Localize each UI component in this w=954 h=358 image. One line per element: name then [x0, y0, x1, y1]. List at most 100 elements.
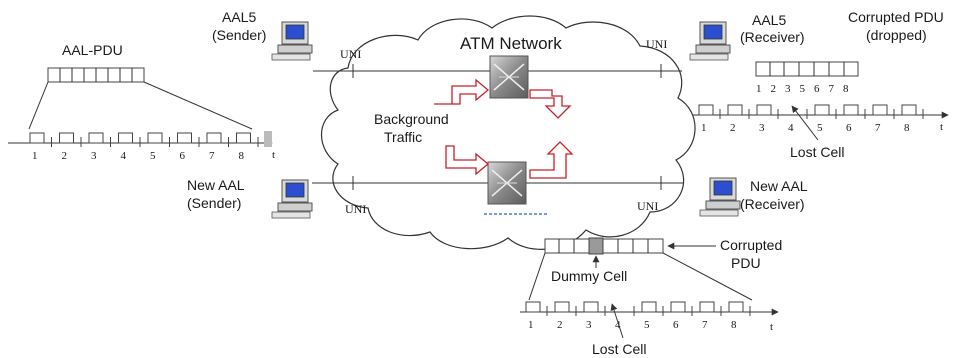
timeline-cell	[901, 104, 917, 116]
timeline-cell-number: 1	[32, 150, 38, 162]
timeline-cell-number: 6	[673, 319, 679, 331]
timeline-cell-number: 1	[528, 319, 534, 331]
timeline-cell	[147, 132, 163, 144]
lost-cell-label-bottom: Lost Cell	[592, 341, 646, 357]
timeline-cell-number: 7	[875, 122, 881, 134]
new-receiver-label-1: New AAL	[750, 178, 808, 194]
dummy-cell-box	[588, 237, 604, 255]
timeline-top-left-end-marker	[264, 131, 272, 147]
timeline-cell	[814, 104, 830, 116]
timeline-cell-number: 2	[730, 122, 736, 134]
corrupted-pdu-number: 3	[785, 83, 791, 95]
timeline-cell	[59, 132, 74, 144]
bottom-pdu-expand-right	[662, 252, 753, 301]
corrupted-pdu-number: 7	[829, 83, 835, 95]
corrupted-pdu-cells-top	[755, 61, 859, 77]
corrupted-pdu-cells-bottom	[544, 237, 664, 255]
timeline-cell-number: 2	[557, 319, 563, 331]
timeline-cell	[727, 104, 743, 116]
timeline-cell	[641, 301, 657, 313]
timeline-cell	[554, 301, 570, 313]
timeline-cell-number: 4	[121, 150, 127, 162]
aal5-sender-label-1: AAL5	[222, 9, 256, 25]
corrupted-pdu-number: 8	[843, 83, 849, 95]
timeline-cell	[118, 132, 133, 144]
corrupted-pdu-number: 6	[814, 83, 820, 95]
dummy-cell-label: Dummy Cell	[551, 268, 627, 284]
bottom-pdu-expand-left	[528, 252, 546, 301]
timeline-cell-number: 4	[615, 319, 621, 331]
timeline-cell-number: 5	[150, 150, 156, 162]
timeline-bottom-cells: 1 2 3 4 5 6 7 8	[525, 301, 751, 331]
timeline-cell-number: 7	[702, 319, 708, 331]
timeline-cell	[698, 104, 714, 116]
timeline-cell-number: 3	[586, 319, 592, 331]
timeline-cell	[236, 132, 251, 144]
uni-label-br: UNI	[637, 199, 658, 213]
uni-label-tr: UNI	[646, 37, 667, 51]
aal-pdu-expand-right	[143, 81, 253, 130]
aal-pdu-expand-left	[28, 81, 49, 130]
new-sender-label-1: New AAL	[187, 177, 245, 193]
background-traffic-label-1: Background	[374, 111, 449, 127]
timeline-cell	[843, 104, 859, 116]
timeline-cell-number: 1	[701, 122, 707, 134]
timeline-cell-number: 8	[239, 150, 245, 162]
timeline-cell	[525, 301, 541, 313]
aal5-receiver-label-2: (Receiver)	[740, 29, 805, 45]
timeline-cell	[88, 132, 104, 144]
computer-new-receiver-icon	[699, 177, 741, 217]
atm-switch-lower-icon	[487, 161, 527, 205]
timeline-cell-number: 6	[180, 150, 186, 162]
background-traffic-label-2: Traffic	[384, 129, 422, 145]
lost-cell-label-top: Lost Cell	[790, 144, 844, 160]
timeline-cell-number: 3	[759, 122, 765, 134]
computer-aal5-sender-icon	[271, 21, 313, 61]
corrupted-pdu-number: 5	[800, 83, 806, 95]
aal-pdu-cells	[47, 67, 145, 83]
timeline-cell	[29, 132, 45, 144]
background-traffic-arrows	[434, 78, 574, 179]
timeline-cell-number: 8	[904, 122, 910, 134]
timeline-cell	[872, 104, 888, 116]
atm-cloud	[320, 15, 696, 250]
timeline-cell-number: 8	[731, 319, 737, 331]
uni-label-bl: UNI	[345, 202, 366, 216]
corrupted-pdu-number: 2	[771, 83, 777, 95]
uni-label-tl: UNI	[340, 47, 361, 61]
timeline-cell-number: 2	[62, 150, 68, 162]
timeline-cell-number: 4	[788, 122, 794, 134]
timeline-cell	[177, 132, 192, 144]
timeline-cell	[583, 301, 599, 313]
aal-pdu-label: AAL-PDU	[62, 42, 123, 58]
timeline-top-right-cells: 1 2 3 4 5 6 7 8	[698, 104, 924, 134]
new-sender-label-2: (Sender)	[187, 195, 241, 211]
computer-aal5-receiver-icon	[689, 21, 731, 61]
corrupted-pdu-number: 1	[756, 83, 762, 95]
timeline-cell-number: 5	[644, 319, 650, 331]
timeline-cell	[728, 301, 744, 313]
atm-network-title: ATM Network	[460, 34, 562, 53]
corrupted-pdu-label-bottom-1: Corrupted	[720, 237, 782, 253]
timeline-cell-number: 5	[817, 122, 823, 134]
timeline-cell	[670, 301, 686, 313]
timeline-cell-number: 3	[91, 150, 97, 162]
timeline-cell	[206, 132, 222, 144]
lost-cell-pointer-bottom	[610, 303, 624, 339]
new-receiver-label-2: (Receiver)	[740, 196, 805, 212]
timeline-cell	[699, 301, 715, 313]
corrupted-pdu-dropped-label-1: Corrupted PDU	[848, 9, 944, 25]
timeline-cell	[756, 104, 772, 116]
aal5-receiver-label-1: AAL5	[752, 12, 786, 28]
timeline-top-left-cells: 1 2 3 4 5 6 7 8	[29, 132, 259, 162]
atm-switch-upper-icon	[489, 55, 529, 99]
corrupted-pdu-dropped-label-2: (dropped)	[866, 27, 927, 43]
timeline-cell-number: 7	[209, 150, 215, 162]
t-label-bottom: t	[770, 321, 773, 333]
timeline-cell-number: 6	[846, 122, 852, 134]
t-label-top-right: t	[940, 121, 943, 133]
aal5-sender-label-2: (Sender)	[212, 27, 266, 43]
computer-new-sender-icon	[271, 179, 313, 219]
